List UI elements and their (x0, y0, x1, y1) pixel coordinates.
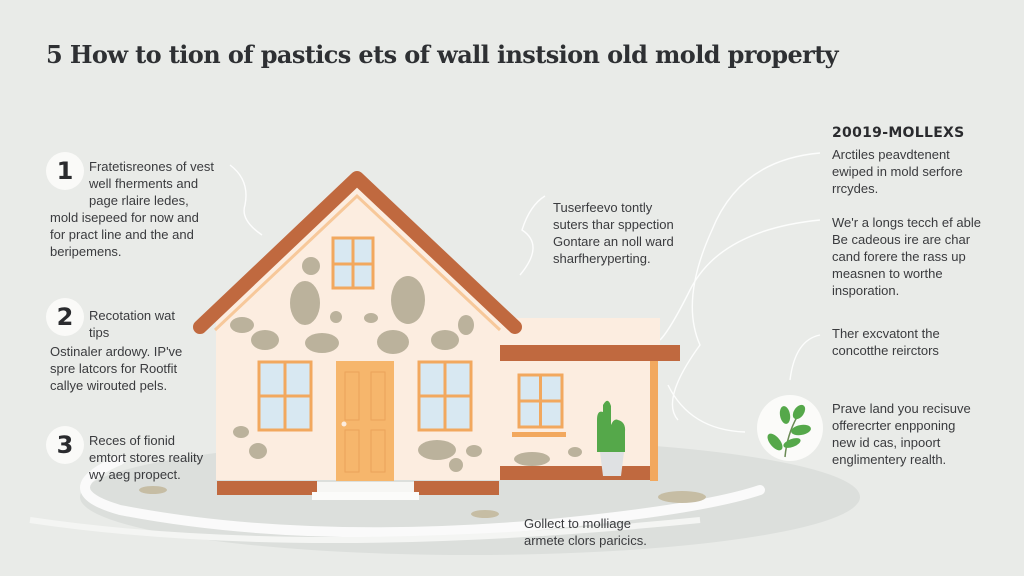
step-2-details: Ostinaler ardowy. IP've spre latcors for… (50, 344, 183, 393)
step-2-text: Recotation wat tips (89, 308, 175, 340)
step-3-badge: 3 (46, 426, 84, 464)
leaf-icon (767, 404, 811, 458)
bottom-note: Gollect to molliage armete clors paricic… (524, 516, 647, 548)
right-block-1: Arctiles peavdtenent ewiped in mold serf… (832, 147, 963, 196)
step-1-badge: 1 (46, 152, 84, 190)
step-2-badge: 2 (46, 298, 84, 336)
step-3-text: Reces of fionid emtort stores reality wy… (89, 433, 204, 482)
page-title: 5 How to tion of pastics ets of wall ins… (46, 40, 839, 69)
right-block-2: We'r a longs tecch ef able Be cadeous ir… (832, 215, 981, 298)
center-note: Tuserfeevo tontly suters thar sppection … (553, 200, 674, 266)
right-block-3: Ther excvatont the concotthe reirctors (832, 326, 940, 358)
front-door (336, 361, 394, 481)
right-block-4: Prave land you recisuve offerecrter enpp… (832, 401, 971, 467)
potted-plant-icon (597, 400, 626, 476)
right-panel-heading: 20019-MOLLEXS (832, 125, 965, 141)
step-1-details: mold isepeed for now and for pract line … (50, 210, 199, 259)
leaf-icon-badge (757, 395, 823, 461)
step-1-text: Fratetisreones of vest well fherments an… (89, 159, 214, 208)
